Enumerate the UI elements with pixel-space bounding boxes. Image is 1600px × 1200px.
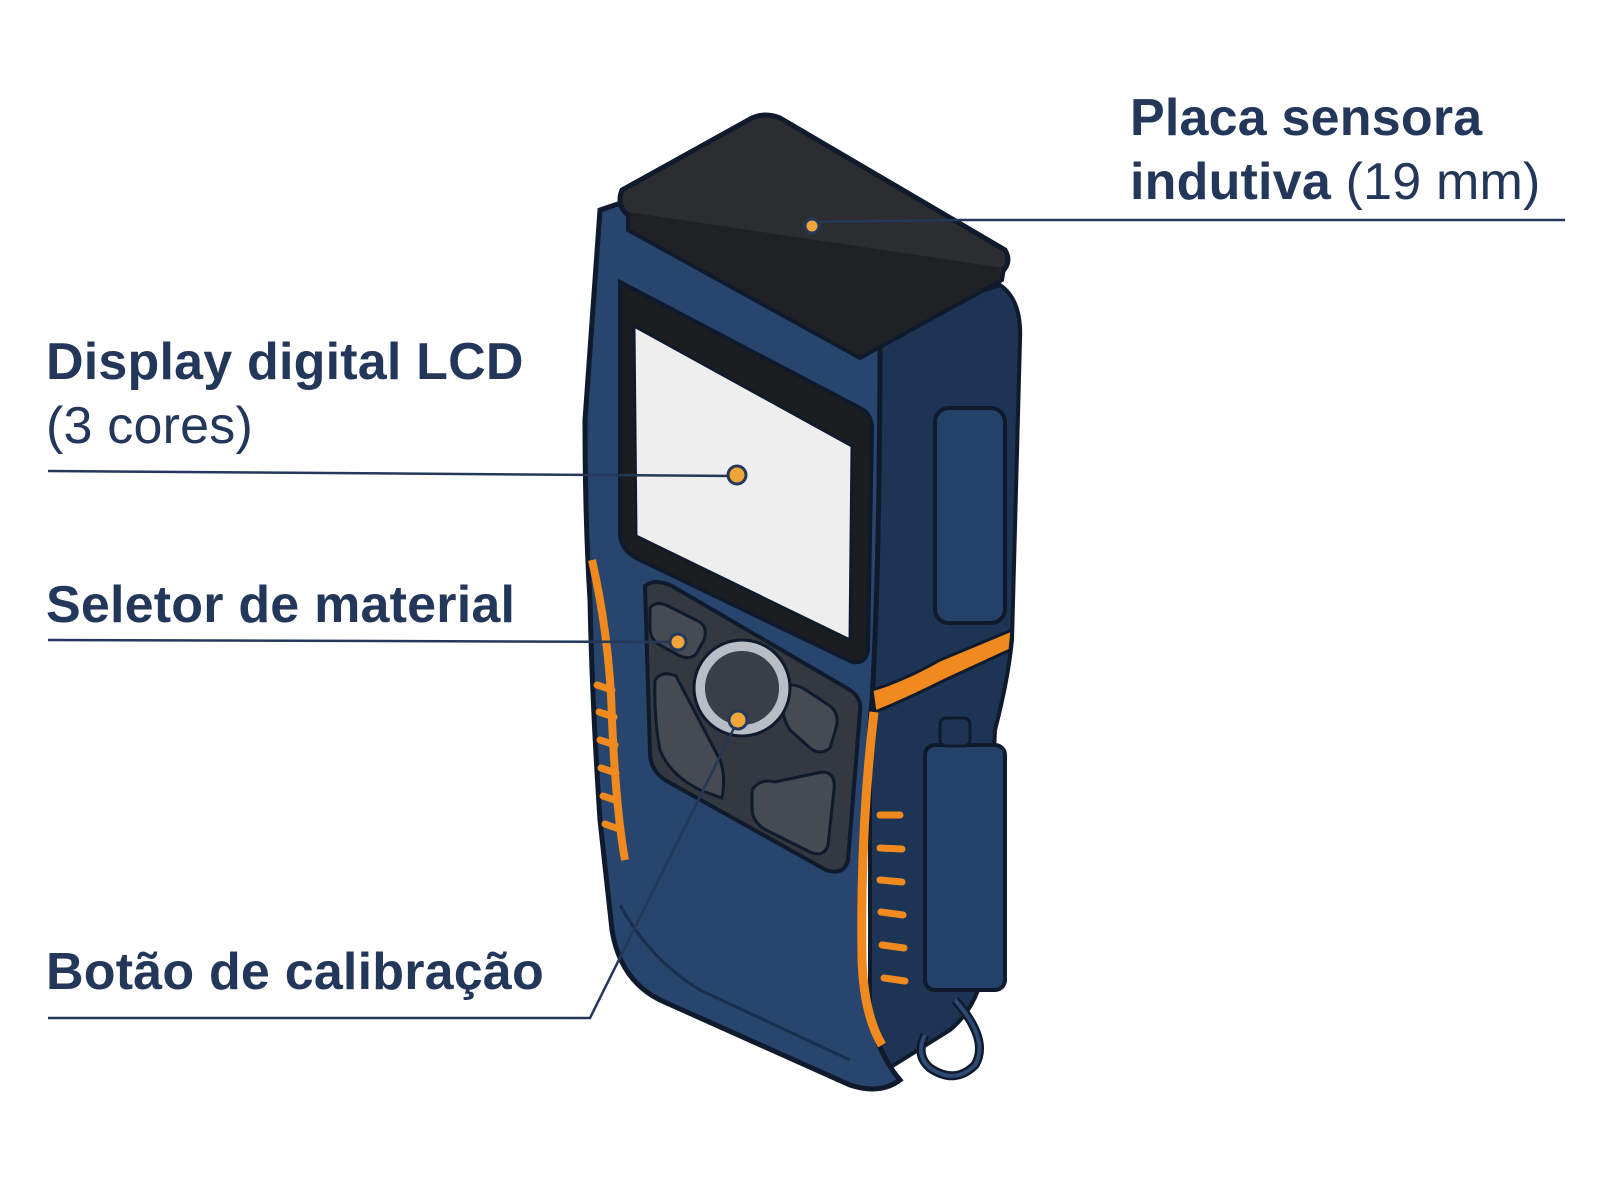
label-display-line2: (3 cores) bbox=[46, 397, 253, 455]
label-material-selector: Seletor de material bbox=[46, 576, 516, 634]
callout-dot-display bbox=[726, 464, 748, 486]
grip-accent-right bbox=[857, 711, 886, 1048]
grip-ridges-left bbox=[593, 681, 623, 833]
leader-line-display bbox=[47, 469, 738, 478]
label-sensor-line1: Placa sensora bbox=[1130, 89, 1483, 147]
side-accent-stripe bbox=[870, 627, 1014, 715]
label-calibration-button: Botão de calibração bbox=[46, 943, 544, 1001]
down-arrow-key bbox=[750, 770, 836, 856]
leader-lines bbox=[47, 218, 1565, 1020]
label-display-line1: Display digital LCD bbox=[46, 333, 524, 391]
leader-line-sensor bbox=[812, 218, 1565, 224]
label-sensor-line2-normal: (19 mm) bbox=[1330, 153, 1541, 211]
right-arrow-key bbox=[780, 683, 839, 754]
battery-cover-icon bbox=[923, 743, 1007, 992]
label-display: Display digital LCD (3 cores) bbox=[46, 330, 524, 458]
calibration-button-icon bbox=[695, 641, 789, 735]
callout-dot-selector bbox=[668, 632, 688, 652]
label-sensor-line2-bold: indutiva bbox=[1130, 153, 1331, 211]
label-sensor-plate: Placa sensora indutiva (19 mm) bbox=[1130, 86, 1541, 214]
callout-dots bbox=[668, 217, 821, 731]
leader-line-selector bbox=[47, 638, 679, 644]
side-port-cover bbox=[933, 406, 1007, 625]
grip-ridges-right bbox=[876, 811, 909, 985]
leader-line-calibration bbox=[48, 719, 740, 1020]
callout-dot-sensor bbox=[803, 217, 821, 235]
callout-dot-calibration bbox=[727, 709, 749, 731]
left-arrow-key bbox=[653, 672, 726, 801]
selector-key-icon bbox=[648, 601, 707, 660]
